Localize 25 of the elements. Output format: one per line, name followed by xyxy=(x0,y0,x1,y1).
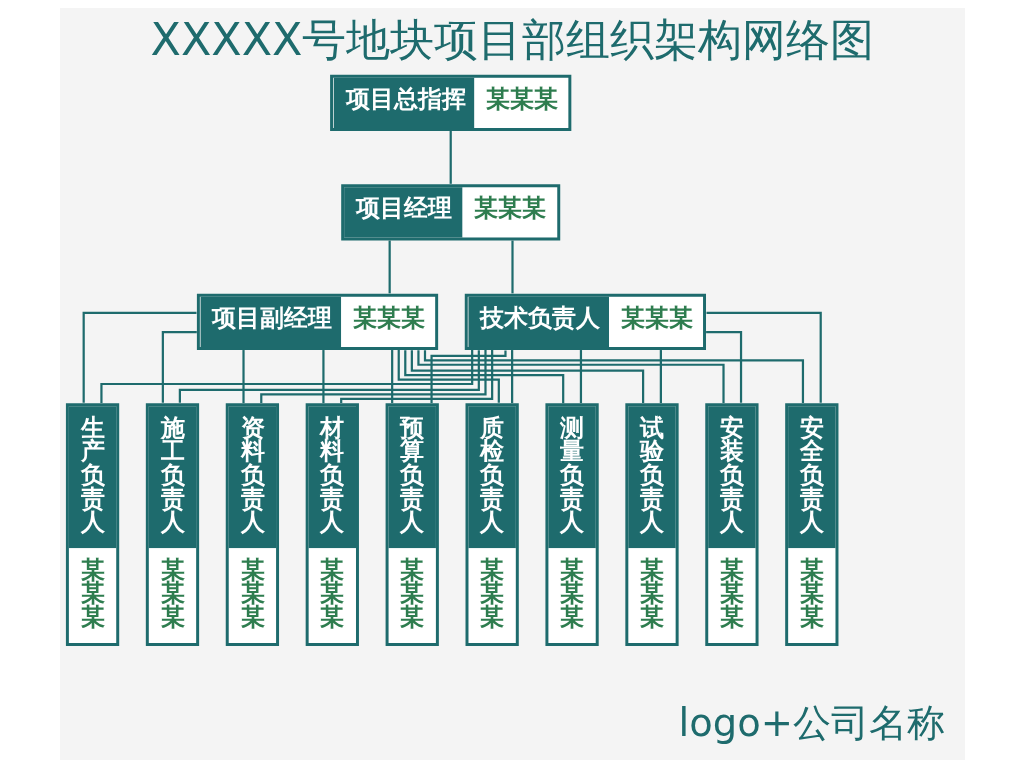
connector xyxy=(397,350,500,403)
connector xyxy=(178,350,480,403)
connector xyxy=(388,240,391,294)
connector xyxy=(510,240,514,294)
connector xyxy=(579,350,582,404)
connector xyxy=(423,350,804,404)
label: logo+公司名称 xyxy=(678,699,945,745)
connector xyxy=(416,350,725,404)
connector xyxy=(429,350,507,403)
diagram-title: XXXXX号地块项目部组织架构网络图 xyxy=(150,14,874,66)
connector xyxy=(510,350,513,404)
connector xyxy=(259,350,487,403)
connector xyxy=(321,350,325,404)
connector xyxy=(403,350,564,404)
connector xyxy=(339,350,493,403)
connector xyxy=(659,350,662,404)
connector xyxy=(99,350,473,403)
connector xyxy=(241,350,245,404)
connector xyxy=(161,331,197,403)
connector xyxy=(82,311,196,403)
connector xyxy=(706,311,822,403)
connector xyxy=(410,350,644,403)
connector xyxy=(390,350,393,404)
connector xyxy=(449,131,452,184)
connector xyxy=(705,331,742,403)
